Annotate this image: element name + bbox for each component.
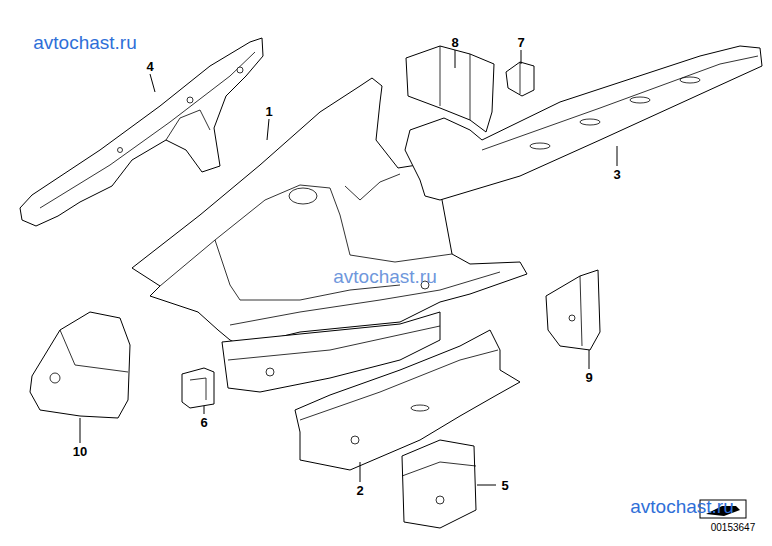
leader-lines [80,50,617,485]
diagram-code: 00153647 [711,523,756,533]
panel-8 [406,46,494,132]
watermark: avtochast.ru [333,267,437,286]
callout-number: 5 [501,479,508,492]
callout-number: 2 [356,484,363,497]
callout-number: 9 [585,371,592,384]
callout-number: 8 [451,36,458,49]
callout-number: 1 [265,105,272,118]
bracket-9 [546,270,600,350]
callout-number: 7 [517,36,524,49]
reinforcement-5 [402,440,476,528]
callout-number: 4 [146,60,153,73]
wheel-housing-10 [30,312,130,418]
bracket-6 [182,368,214,408]
long-rail [405,46,762,200]
bracket-7 [506,62,534,96]
callout-number: 10 [73,445,87,458]
lower-rail [222,312,440,392]
callout-number: 6 [200,416,207,429]
watermark: avtochast.ru [630,497,734,516]
callout-number: 3 [613,168,620,181]
watermark: avtochast.ru [33,33,137,52]
